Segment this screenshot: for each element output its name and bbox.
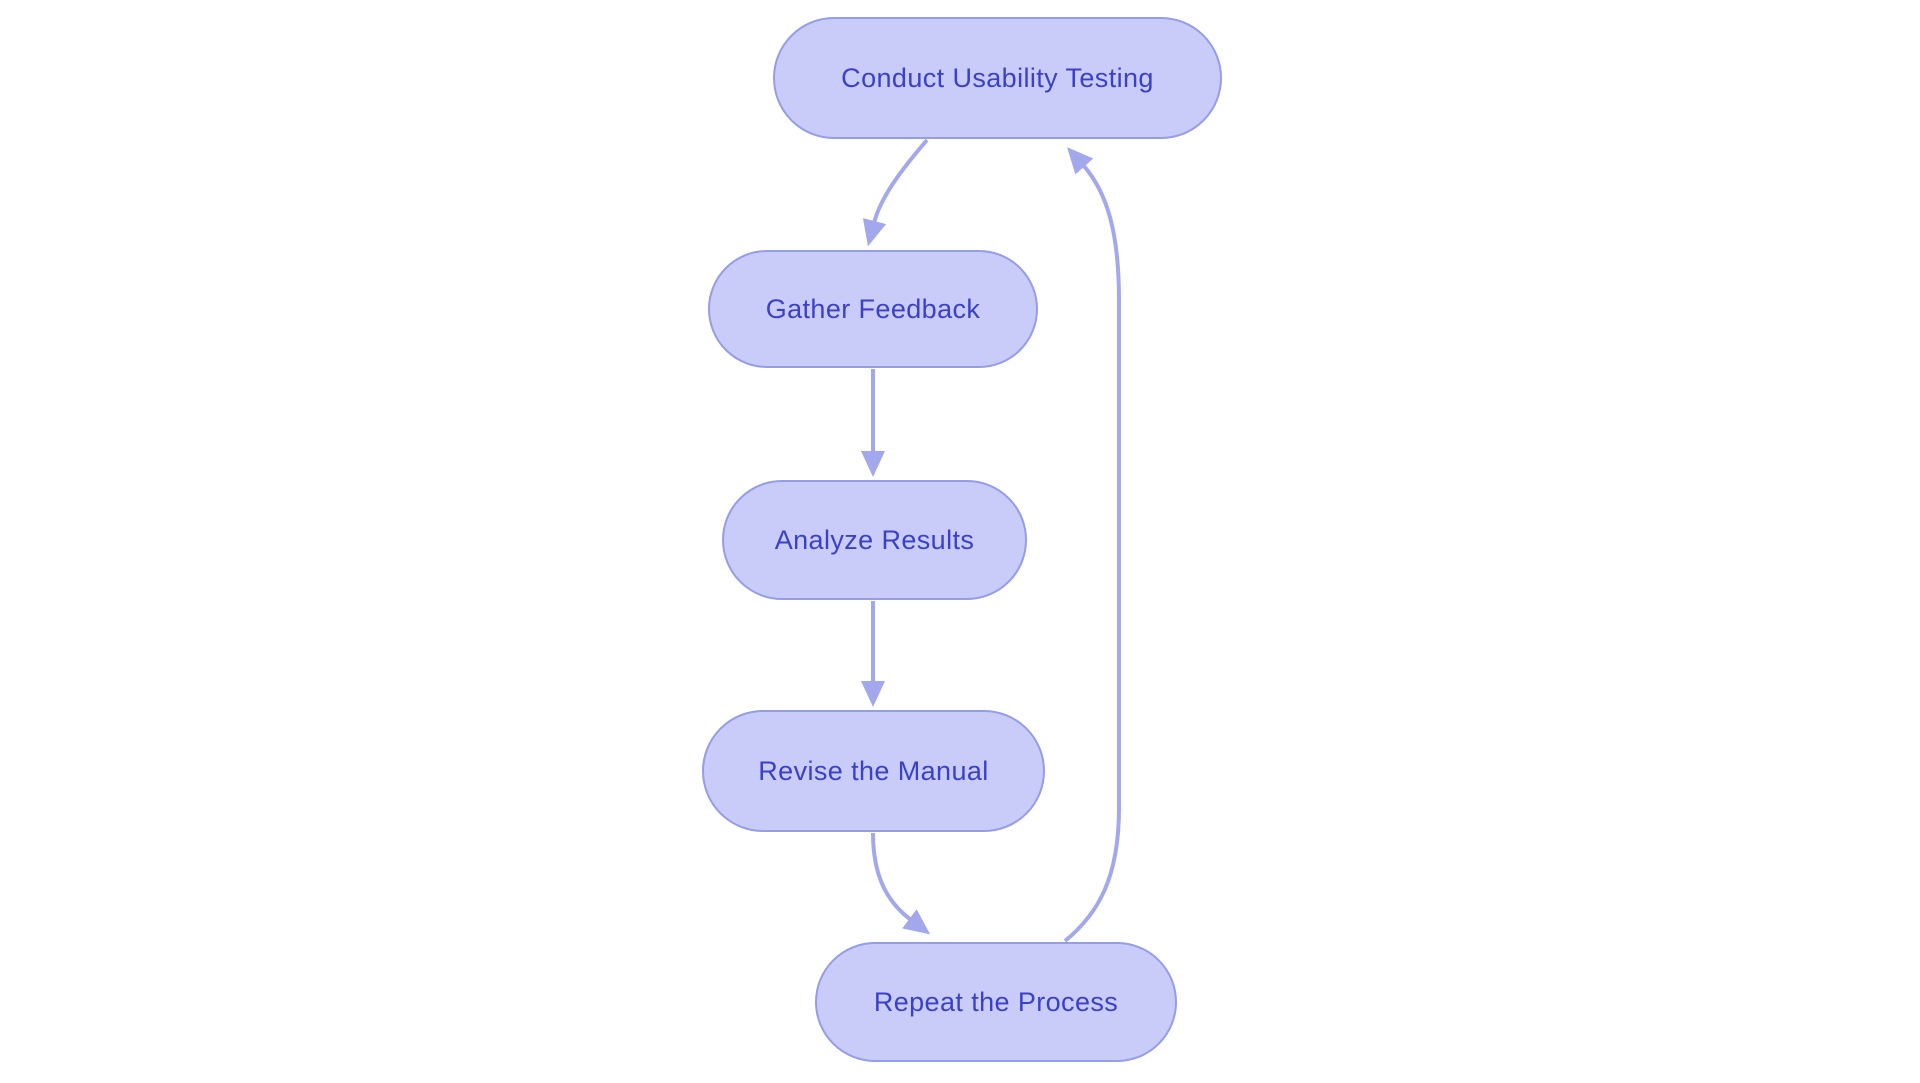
node-label: Analyze Results xyxy=(774,524,975,555)
node-gather-feedback: Gather Feedback xyxy=(708,250,1038,368)
node-conduct-usability-testing: Conduct Usability Testing xyxy=(773,17,1222,139)
edge-conduct-to-gather xyxy=(862,138,929,247)
node-label: Revise the Manual xyxy=(758,755,989,786)
edge-revise-to-repeat xyxy=(871,832,931,935)
node-repeat-the-process: Repeat the Process xyxy=(815,942,1177,1062)
node-revise-the-manual: Revise the Manual xyxy=(702,710,1045,832)
node-label: Conduct Usability Testing xyxy=(841,62,1154,93)
node-label: Repeat the Process xyxy=(873,986,1119,1017)
edge-repeat-to-conduct-loopback xyxy=(1063,147,1121,943)
node-label: Gather Feedback xyxy=(765,293,981,324)
node-analyze-results: Analyze Results xyxy=(722,480,1027,600)
